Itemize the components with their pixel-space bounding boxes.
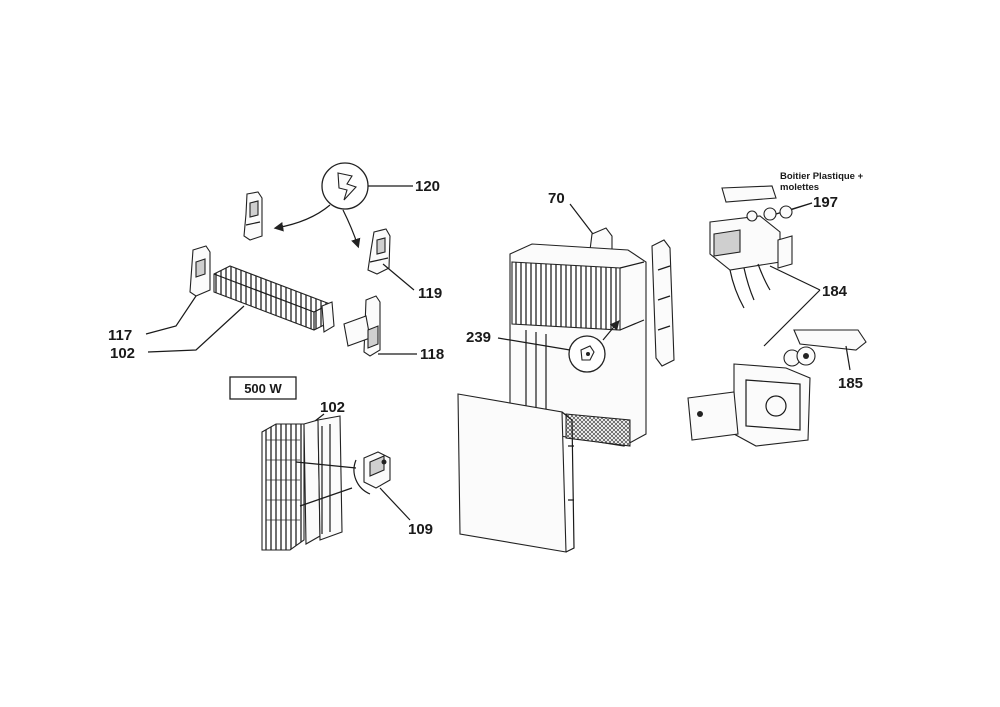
power-rating-box: 500 W bbox=[229, 376, 297, 400]
part-239-knob bbox=[568, 335, 606, 373]
leader-109 bbox=[379, 487, 411, 521]
label-70: 70 bbox=[548, 190, 565, 207]
label-119: 119 bbox=[418, 285, 442, 302]
label-118: 118 bbox=[420, 346, 444, 363]
heating-element-102-bottom bbox=[261, 415, 343, 551]
part-120-clip-circle bbox=[321, 162, 369, 210]
thermostat-knobs bbox=[783, 346, 816, 367]
label-102-bottom: 102 bbox=[320, 399, 345, 416]
control-cover-top bbox=[721, 185, 777, 203]
label-500w: 500 W bbox=[244, 381, 282, 396]
label-184: 184 bbox=[822, 283, 848, 300]
leader-184 bbox=[763, 265, 821, 347]
part-109-thermostat bbox=[353, 451, 391, 495]
part-118 bbox=[343, 295, 381, 357]
label-102-top: 102 bbox=[110, 345, 135, 362]
wall-bracket-right bbox=[651, 239, 675, 367]
arrow-to-bracket-119 bbox=[342, 209, 361, 249]
leader-119 bbox=[382, 263, 415, 291]
leader-117 bbox=[145, 295, 197, 335]
leader-239 bbox=[497, 337, 571, 351]
leader-102-top bbox=[147, 305, 245, 353]
arrow-to-left-bracket bbox=[273, 204, 331, 232]
label-117: 117 bbox=[108, 327, 132, 344]
bracket-119 bbox=[367, 228, 391, 275]
part-185-cover bbox=[793, 329, 867, 351]
leader-185 bbox=[845, 345, 851, 371]
heater-front-panel bbox=[457, 393, 575, 553]
label-note-line2: molettes bbox=[780, 182, 819, 193]
leader-70 bbox=[569, 203, 597, 239]
label-120: 120 bbox=[415, 178, 440, 195]
label-note-line1: Boitier Plastique + bbox=[780, 171, 864, 182]
arrow-239 bbox=[602, 320, 620, 341]
heating-element-102-top bbox=[213, 265, 335, 333]
bracket-left bbox=[243, 191, 263, 241]
label-185: 185 bbox=[838, 375, 863, 392]
label-197: 197 bbox=[813, 194, 838, 211]
control-module bbox=[709, 205, 793, 309]
label-109: 109 bbox=[408, 521, 433, 538]
bracket-117 bbox=[189, 245, 211, 297]
control-box-housing bbox=[687, 363, 811, 447]
label-239: 239 bbox=[466, 329, 491, 346]
guide-lines-109 bbox=[295, 461, 357, 507]
